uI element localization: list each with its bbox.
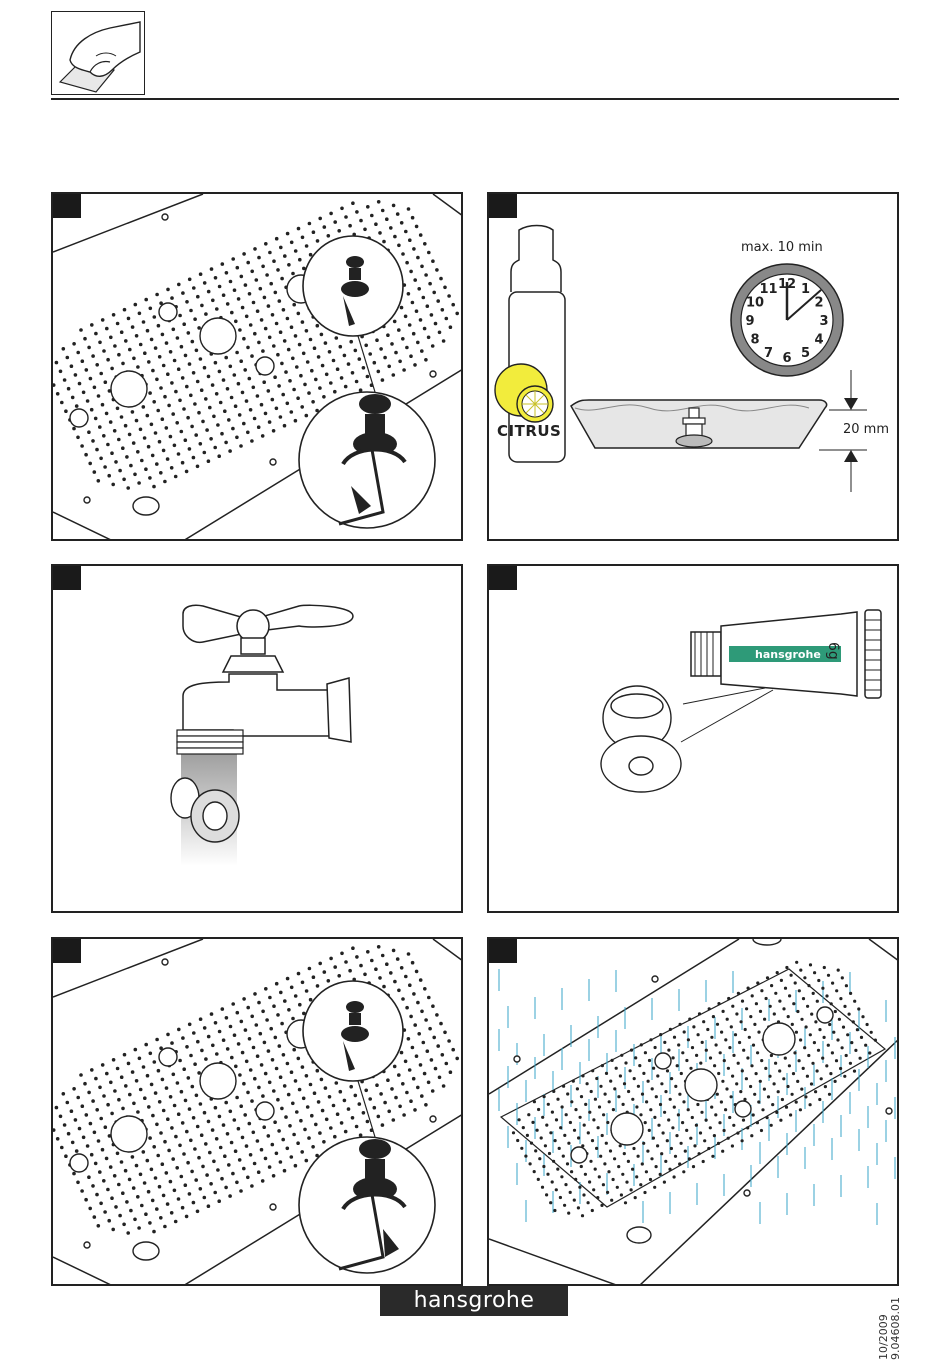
panel-step-4: hansgrohe 6g [487, 564, 899, 913]
panel-step-5 [51, 937, 463, 1286]
tube-weight: 6g [825, 642, 841, 660]
panel-step-6 [487, 937, 899, 1286]
faucet-rinse-illustration [53, 566, 463, 913]
shower-spray-test-illustration [489, 939, 899, 1286]
clock-number: 8 [750, 333, 759, 348]
panel-step-1 [51, 192, 463, 541]
clock-number: 4 [814, 333, 823, 348]
clock-number: 6 [782, 351, 791, 366]
clock-number: 1 [801, 282, 810, 297]
clock-number: 3 [819, 314, 828, 329]
step-number-box [53, 939, 81, 963]
clock-number: 11 [759, 282, 777, 297]
grease-tube-illustration [489, 566, 899, 913]
tube-brand: hansgrohe [755, 648, 821, 661]
header-divider [51, 98, 899, 100]
step-number-box [489, 194, 517, 218]
doc-number: 9.04608.01 [889, 1297, 902, 1360]
clock-number: 2 [814, 296, 823, 311]
shower-plate-removal-illustration [53, 194, 463, 541]
cleaning-hand-icon [51, 11, 145, 95]
document-code: 10/2009 9.04608.01 [865, 1294, 931, 1360]
step-number-box [489, 939, 517, 963]
shower-plate-install-illustration [53, 939, 463, 1286]
clock-number: 9 [745, 314, 754, 329]
clock-number: 12 [778, 277, 796, 292]
duration-label: max. 10 min [741, 240, 823, 255]
depth-label: 20 mm [843, 422, 889, 437]
bottle-label: CITRUS [497, 422, 561, 440]
hansgrohe-logo: hansgrohe [380, 1286, 568, 1316]
panel-step-3 [51, 564, 463, 913]
step-number-box [489, 566, 517, 590]
clock-number: 10 [746, 296, 764, 311]
step-number-box [53, 194, 81, 218]
clock-number: 7 [764, 346, 773, 361]
step-number-box [53, 566, 81, 590]
clock-number: 5 [801, 346, 810, 361]
